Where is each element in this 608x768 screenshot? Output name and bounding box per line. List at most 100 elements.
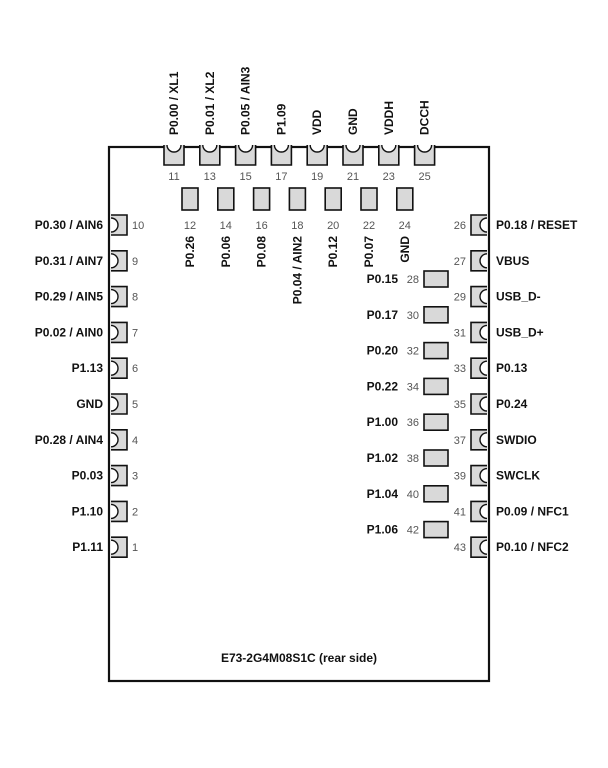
top-edge-pin	[306, 144, 328, 166]
pin-label: P1.06	[367, 523, 399, 537]
castellation-hole	[110, 288, 119, 305]
pin-number: 37	[454, 435, 466, 447]
left-edge-pin	[110, 500, 128, 523]
pin-label: P0.28 / AIN4	[35, 433, 104, 447]
castellation-hole	[202, 144, 218, 153]
pin-number: 11	[168, 171, 179, 183]
inner-pad	[395, 187, 414, 211]
castellation-hole	[166, 144, 182, 153]
pin-number: 35	[454, 399, 466, 411]
inner-pad	[423, 341, 449, 360]
castellation-hole	[479, 324, 488, 341]
pin-number: 43	[454, 542, 466, 554]
top-edge-pin	[270, 144, 293, 166]
pin-number: 28	[407, 274, 419, 286]
module-outline	[107, 145, 491, 683]
pin-label: P1.10	[72, 504, 104, 518]
castellation-hole	[479, 396, 488, 412]
pin-number: 24	[399, 220, 411, 232]
pin-label: P1.13	[72, 361, 104, 375]
castellation-hole	[237, 144, 254, 153]
right-edge-pin	[470, 321, 488, 344]
pin-number: 8	[132, 292, 138, 304]
pin-label: P0.06	[219, 236, 233, 268]
right-edge-pin	[470, 464, 488, 487]
pin-number: 31	[454, 327, 466, 339]
pin-number: 33	[454, 363, 466, 375]
top-edge-pin	[163, 144, 185, 166]
inner-pad	[324, 187, 343, 211]
castellation-hole	[110, 432, 119, 448]
inner-pad	[217, 187, 235, 211]
inner-pad	[288, 187, 307, 211]
left-edge-pin	[110, 357, 128, 379]
inner-pad	[252, 187, 271, 211]
pin-number: 39	[454, 471, 466, 483]
pin-label: P0.31 / AIN7	[35, 254, 104, 268]
right-edge-pin	[470, 429, 488, 451]
pin-label: P0.17	[367, 308, 399, 322]
castellation-hole	[416, 144, 433, 153]
left-edge-pin	[110, 429, 128, 451]
pin-label: P0.20	[367, 344, 399, 358]
top-edge-pin	[342, 144, 364, 166]
castellation-hole	[110, 360, 119, 376]
castellation-hole	[479, 539, 488, 555]
castellation-hole	[479, 503, 488, 520]
pin-number: 17	[275, 171, 287, 183]
right-edge-pin	[470, 536, 488, 558]
pin-label: P0.30 / AIN6	[35, 218, 104, 232]
pin-label: P0.12	[326, 236, 340, 268]
left-edge-pin	[110, 250, 128, 272]
pin-number: 18	[291, 220, 303, 232]
right-edge-pin	[470, 500, 488, 523]
inner-pad	[423, 270, 449, 288]
inner-pad	[423, 520, 449, 539]
pin-number: 41	[454, 506, 466, 518]
pin-label: VDDH	[382, 101, 396, 135]
inner-pad	[423, 484, 449, 503]
pin-number: 9	[132, 256, 138, 268]
pin-label: P0.08	[255, 236, 269, 268]
pin-number: 13	[204, 171, 216, 183]
pin-label: P0.02 / AIN0	[35, 325, 104, 339]
left-edge-pin	[110, 393, 128, 415]
castellation-hole	[110, 503, 119, 520]
right-edge-pin	[470, 357, 488, 379]
pin-number: 3	[132, 471, 138, 483]
castellation-hole	[479, 253, 488, 269]
pin-number: 26	[454, 220, 466, 232]
castellation-hole	[110, 324, 119, 341]
pin-number: 4	[132, 435, 138, 447]
pin-label: P0.09 / NFC1	[496, 504, 569, 518]
castellation-hole	[479, 360, 488, 376]
pin-label: P1.00	[367, 415, 399, 429]
castellation-hole	[309, 144, 325, 153]
pin-number: 27	[454, 256, 466, 268]
castellation-hole	[479, 217, 488, 233]
castellation-hole	[479, 288, 488, 305]
pin-label: P0.29 / AIN5	[35, 290, 104, 304]
right-edge-pin	[470, 393, 488, 415]
pin-label: P0.15	[367, 272, 399, 286]
pin-number: 1	[132, 542, 138, 554]
castellation-hole	[479, 467, 488, 484]
pin-number: 29	[454, 292, 466, 304]
inner-pad	[423, 377, 449, 396]
castellation-hole	[273, 144, 290, 153]
pin-label: P0.24	[496, 397, 528, 411]
inner-pad	[181, 187, 199, 211]
module-caption: E73-2G4M08S1C (rear side)	[221, 651, 377, 665]
right-edge-pin	[470, 250, 488, 272]
pin-label: P0.26	[183, 236, 197, 268]
pin-number: 16	[255, 220, 267, 232]
pin-label: P0.04 / AIN2	[290, 236, 304, 305]
pin-label: P0.00 / XL1	[167, 71, 181, 135]
top-edge-pin	[378, 144, 400, 166]
pin-label: P0.01 / XL2	[203, 71, 217, 135]
pin-number: 25	[418, 171, 430, 183]
pin-number: 34	[407, 381, 419, 393]
pin-label: GND	[346, 108, 360, 135]
